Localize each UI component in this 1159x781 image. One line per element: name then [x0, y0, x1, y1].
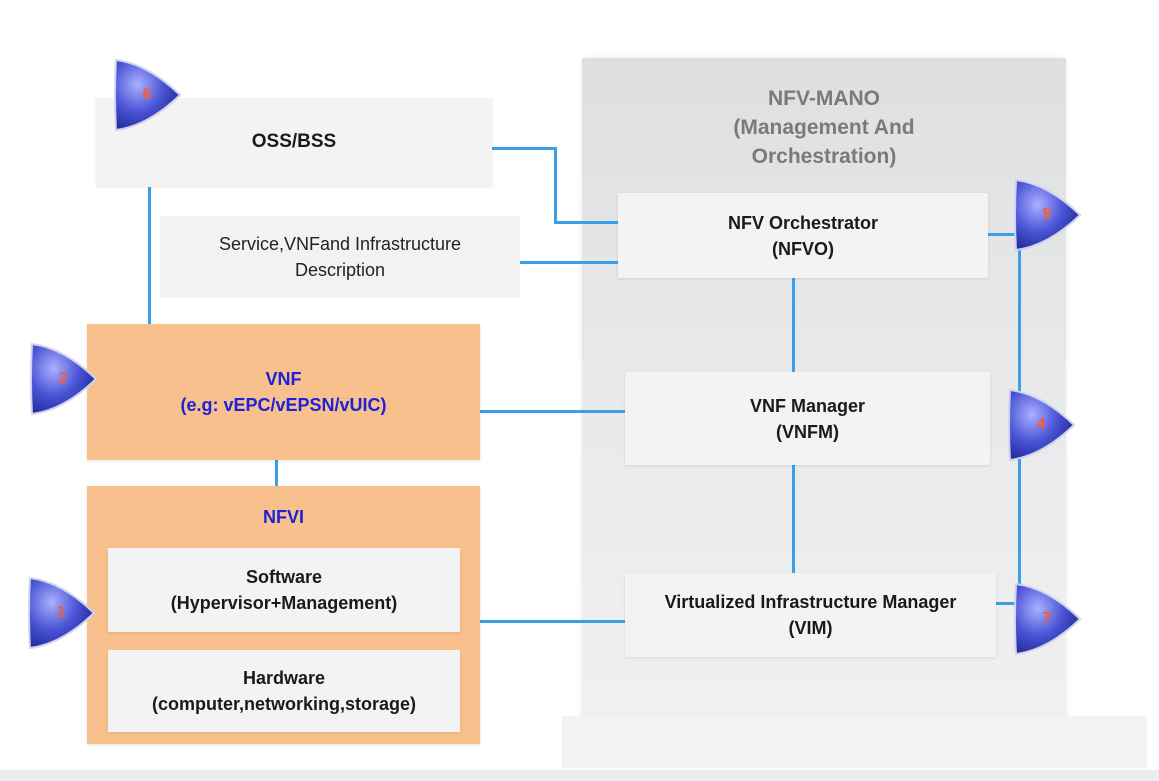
service-description-line: Description [294, 260, 386, 280]
badge-number: 2 [58, 370, 68, 387]
connector-nfvo-right [988, 233, 1020, 236]
badge-shape-icon [1008, 388, 1076, 462]
connector-vnf-nfvi [275, 460, 278, 486]
vnfm-label: VNF Manager [749, 395, 866, 416]
connector-oss-nfvo-h2 [554, 221, 618, 224]
connector-desc-nfvo [520, 261, 618, 264]
connector-oss-nfvo-v [554, 147, 557, 223]
hardware-label: Hardware [242, 668, 326, 688]
vnf-box: VNF (e.g: vEPC/vEPSN/vUIC) [87, 324, 480, 460]
badge-number: 6 [142, 86, 152, 103]
reference-point-badge-5: 5 [1008, 176, 1086, 254]
vim-label: Virtualized Infrastructure Manager [664, 592, 957, 612]
nfvo-abbrev: (NFVO) [772, 238, 834, 259]
mano-title-line: (Management And [733, 116, 915, 139]
hardware-detail: (computer,networking,storage) [151, 694, 417, 714]
badge-number: 1 [56, 604, 66, 621]
reference-point-badge-7: 7 [1008, 580, 1086, 658]
connector-nfvo-vnfm [792, 278, 795, 372]
vnfm-abbrev: (VNFM) [776, 421, 839, 442]
software-label: Software [245, 567, 323, 587]
connector-oss-nfvo-h1 [492, 147, 556, 150]
reference-point-badge-2: 2 [24, 340, 102, 418]
connector-nfvi-vim [480, 620, 625, 623]
oss-bss-box: OSS/BSS [96, 98, 492, 186]
service-description-box: Service,VNFand Infrastructure Descriptio… [160, 216, 520, 298]
vim-box: Virtualized Infrastructure Manager (VIM) [625, 573, 996, 657]
vnfm-box: VNF Manager (VNFM) [625, 372, 990, 465]
nfv-mano-title: NFV-MANO (Management And Orchestration) [582, 84, 1066, 171]
service-description-line: Service,VNFand Infrastructure [218, 234, 462, 254]
nfvo-box: NFV Orchestrator (NFVO) [618, 193, 988, 278]
connector-vnf-vnfm [480, 410, 625, 413]
vim-abbrev: (VIM) [788, 618, 833, 638]
badge-number: 4 [1036, 416, 1046, 433]
vnf-examples: (e.g: vEPC/vEPSN/vUIC) [180, 395, 387, 415]
badge-number: 7 [1042, 610, 1052, 627]
badge-shape-icon [28, 576, 96, 650]
mano-title-line: NFV-MANO [768, 87, 880, 110]
software-detail: (Hypervisor+Management) [170, 593, 398, 613]
badge-shape-icon [1014, 582, 1082, 656]
reference-point-badge-4: 4 [1002, 386, 1080, 464]
reference-point-badge-6: 6 [108, 56, 186, 134]
oss-bss-label: OSS/BSS [251, 131, 337, 152]
badge-shape-icon [1014, 178, 1082, 252]
badge-shape-icon [114, 58, 182, 132]
bottom-caption-strip [562, 716, 1147, 768]
nfvi-title: NFVI [262, 507, 304, 527]
bottom-band [0, 770, 1159, 781]
connector-vnfm-vim [792, 465, 795, 573]
badge-shape-icon [30, 342, 98, 416]
vnf-title: VNF [265, 369, 302, 389]
nfvo-label: NFV Orchestrator [727, 212, 879, 233]
mano-title-line: Orchestration) [751, 145, 897, 168]
connector-vim-right [996, 602, 1020, 605]
badge-number: 5 [1042, 206, 1052, 223]
software-box: Software (Hypervisor+Management) [108, 548, 460, 632]
hardware-box: Hardware (computer,networking,storage) [108, 650, 460, 732]
reference-point-badge-1: 1 [22, 574, 100, 652]
connector-oss-vnf [148, 187, 151, 324]
